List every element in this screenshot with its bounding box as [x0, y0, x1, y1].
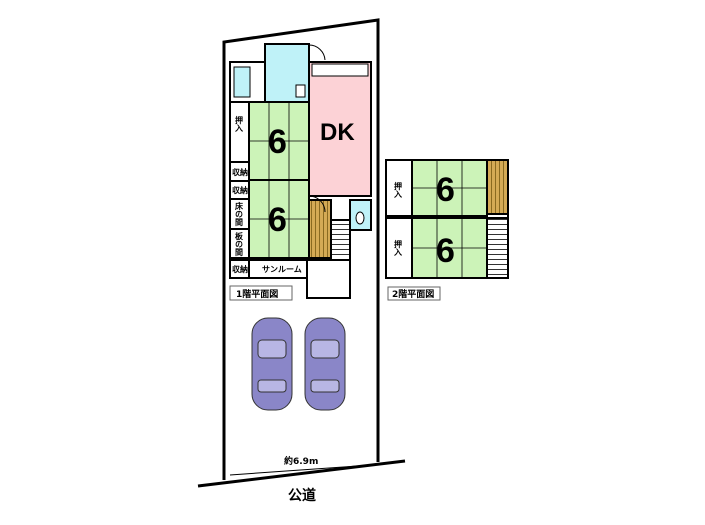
itanoma-label: 板の間 — [234, 231, 244, 257]
lot-boundary — [222, 18, 380, 480]
wood-2f — [486, 159, 509, 215]
kitchen-counter — [311, 63, 369, 77]
room2-size: 6 — [268, 201, 287, 239]
dimension-line — [229, 464, 373, 476]
sunroom-label: サンルーム — [262, 265, 302, 274]
itanoma-box — [229, 228, 250, 259]
oshiire-2f-2 — [385, 217, 413, 279]
room2f-1-size: 6 — [436, 171, 455, 209]
road-label: 公道 — [288, 487, 316, 504]
storage2-label: 収納 — [232, 185, 248, 195]
oshiire2f-2-label: 押入 — [394, 239, 403, 257]
floor1-label-box — [229, 285, 293, 301]
car-icon — [304, 317, 346, 411]
floor1-label: 1階平面図 — [236, 288, 278, 300]
storage1-label: 収納 — [232, 167, 248, 177]
bathtub — [233, 66, 251, 98]
wood-floor — [308, 199, 332, 259]
tokonoma-label: 床の間 — [234, 201, 244, 227]
toilet-icon — [355, 211, 365, 225]
oshiire-1f — [229, 101, 250, 163]
door-swing — [308, 195, 326, 213]
car-icon — [251, 317, 293, 411]
oshiire-label: 押入 — [235, 115, 244, 133]
room1-size: 6 — [268, 123, 287, 161]
width-label: 約6.9m — [284, 455, 318, 467]
floor2-label: 2階平面図 — [392, 288, 434, 300]
floor1 — [229, 43, 372, 299]
door-swing — [308, 44, 326, 61]
oshiire-2f-1 — [385, 159, 413, 217]
sink-icon — [295, 84, 306, 98]
floor2-label-box — [387, 286, 441, 301]
dk-label: DK — [320, 119, 355, 146]
stairs-1f — [330, 219, 351, 261]
storage3-label: 収納 — [232, 264, 248, 274]
oshiire2f-1-label: 押入 — [394, 181, 403, 199]
room2f-2-size: 6 — [436, 232, 455, 270]
stairs-2f — [486, 217, 509, 279]
hall — [306, 259, 351, 299]
